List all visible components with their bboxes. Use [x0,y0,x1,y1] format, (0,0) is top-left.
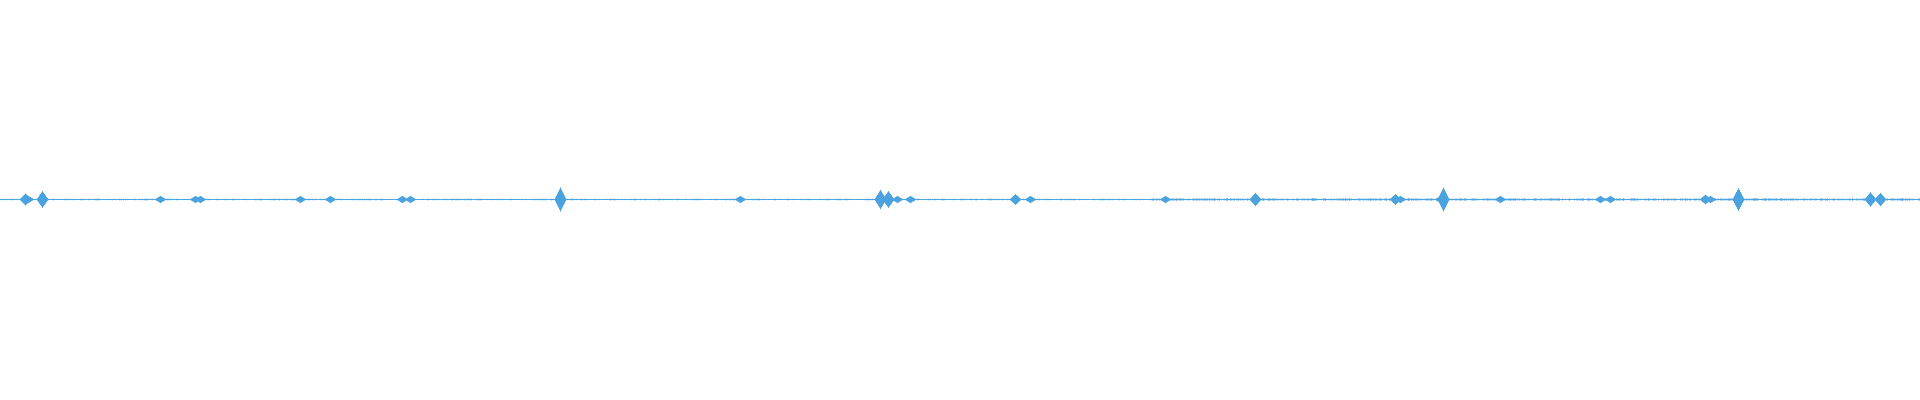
waveform-trace [0,187,1920,212]
